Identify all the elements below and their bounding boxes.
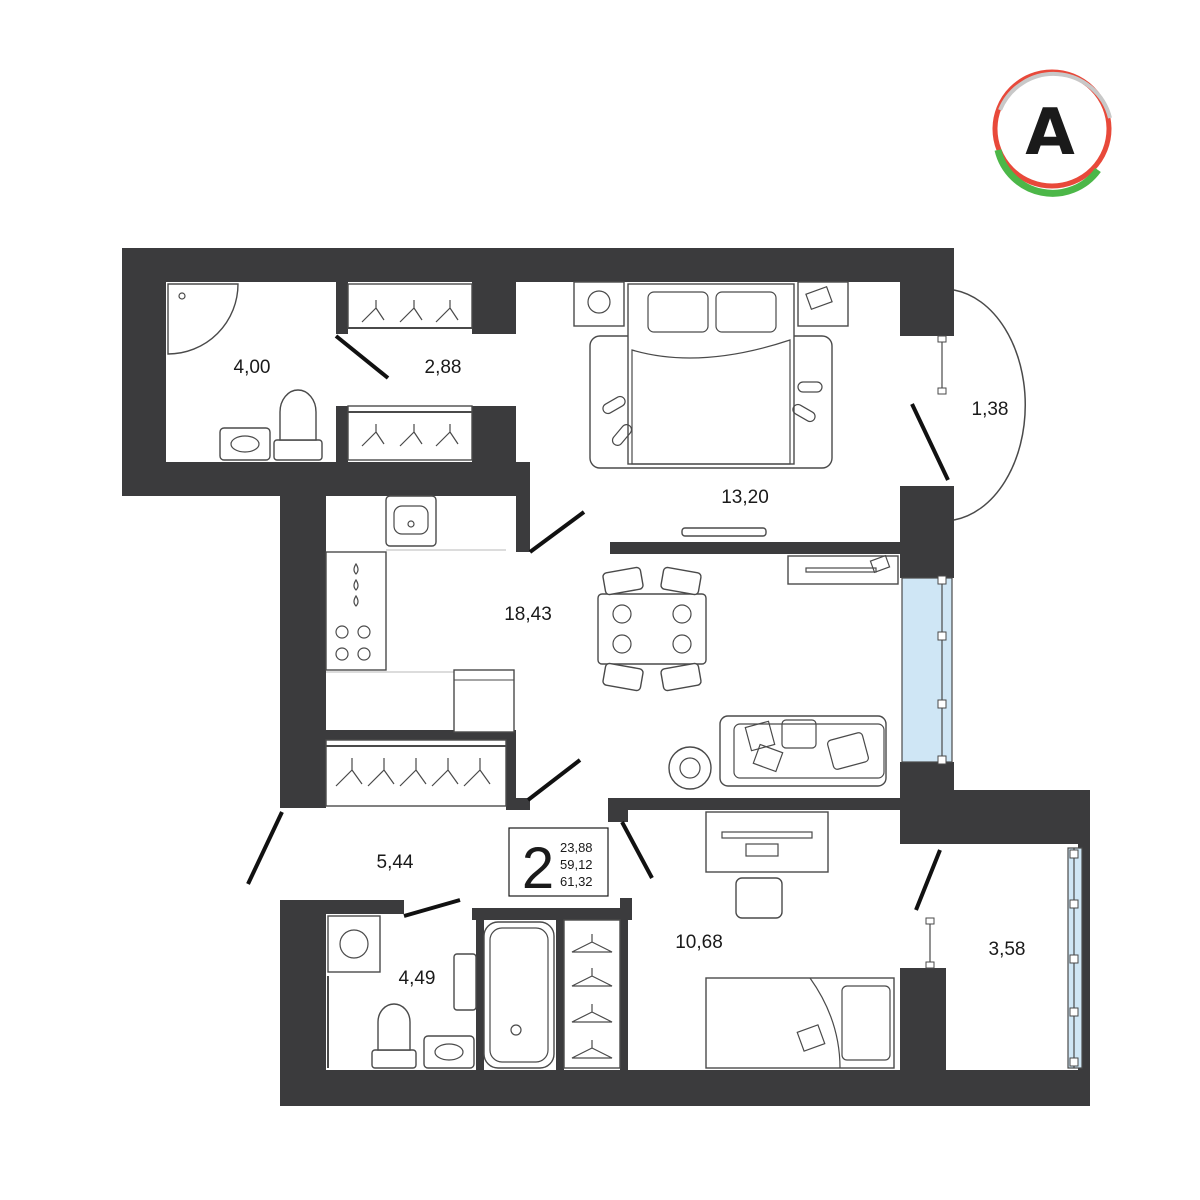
wall-loggia-top: [900, 790, 1090, 844]
wall-left-mid: [280, 462, 326, 808]
area-bathroom-top: 4,00: [234, 357, 271, 378]
sink-icon: [219, 427, 271, 461]
radiator-icon: [453, 953, 477, 1011]
door-entrance[interactable]: [246, 811, 284, 885]
wall-partition-d: [472, 406, 516, 496]
toilet-icon-bottom: [371, 1049, 417, 1069]
bed: [627, 283, 795, 465]
logo-ring-grey: [998, 71, 1112, 119]
wall-bottom: [280, 1070, 1090, 1106]
furniture-hall-wardrobe: [325, 739, 507, 807]
wall-closet-left: [556, 920, 564, 1070]
oven-icon: [453, 669, 515, 733]
wall-stub-e: [516, 540, 530, 552]
side-table-icon: [668, 746, 712, 790]
walls: [122, 248, 1090, 1106]
logo-ring-green: [994, 149, 1101, 197]
pillow-right: [715, 291, 777, 333]
wall-living-divider: [608, 798, 900, 810]
toilet-icon: [273, 439, 323, 461]
desk: [705, 811, 829, 873]
furniture-wardrobe-top: [347, 283, 473, 461]
area-bedroom-small: 10,68: [675, 932, 723, 953]
door-bathroom-bottom[interactable]: [403, 898, 461, 918]
badge-total-area: 59,12: [560, 857, 593, 872]
nightstand-right: [797, 281, 849, 327]
area-hall: 5,44: [377, 852, 414, 873]
furniture-small-bedroom: [705, 811, 895, 1069]
pillow-left: [647, 291, 709, 333]
wall-closet-right: [620, 920, 628, 1070]
door-kitchen[interactable]: [528, 510, 586, 554]
wall-bathroom-top-a: [280, 900, 404, 914]
wall-stub-bath: [620, 898, 632, 920]
dining-table: [597, 593, 707, 665]
logo-letter: A: [1025, 96, 1075, 170]
wall-left-top: [122, 248, 166, 496]
wall-right-top: [900, 248, 954, 336]
logo-inner: [1006, 87, 1094, 175]
furniture-kitchen-living: [325, 495, 899, 790]
windows: [901, 575, 1083, 1069]
round-balcony: [937, 289, 1027, 521]
window-living: [901, 577, 953, 763]
blanket: [631, 339, 791, 465]
area-balcony-round: 1,38: [972, 399, 1009, 420]
brand-logo: A: [992, 69, 1112, 197]
door-bathroom-top[interactable]: [334, 334, 390, 380]
wall-bath-partition: [476, 920, 484, 1070]
area-badge: 2 23,88 59,12 61,32: [508, 827, 609, 901]
sofa: [719, 715, 887, 787]
area-bathroom-bottom: 4,49: [399, 968, 436, 989]
single-bed: [705, 977, 895, 1069]
washing-machine-icon: [327, 915, 381, 973]
room-labels: 4,00 2,88 13,20 1,38 18,43 5,44 4,49 10,…: [234, 357, 1026, 989]
wall-partition-a: [336, 282, 348, 334]
wall-left-bottom: [280, 900, 326, 1106]
wall-right-mid: [900, 486, 954, 578]
shower-icon: [167, 283, 239, 355]
tv-icon: [681, 527, 767, 537]
chair-icon: [602, 566, 644, 596]
badge-rooms-count: 2: [522, 836, 554, 901]
badge-living-area: 23,88: [560, 840, 593, 855]
door-loggia[interactable]: [914, 849, 942, 911]
badge-total-area-balcony: 61,32: [560, 874, 593, 889]
cushion-icon: [781, 719, 817, 749]
wall-bedroom-divider: [610, 542, 900, 554]
wall-top: [122, 248, 954, 282]
area-bedroom: 13,20: [721, 487, 769, 508]
cooktop: [325, 551, 387, 671]
door-small-bedroom[interactable]: [620, 821, 654, 879]
sink-icon-bottom: [423, 1035, 475, 1069]
lamp-icon: [587, 290, 611, 314]
wall-wardrobe-right: [506, 730, 516, 808]
area-wardrobe-top: 2,88: [425, 357, 462, 378]
area-kitchen-living: 18,43: [504, 604, 552, 625]
hanger-icons: [361, 300, 459, 447]
monitor-icon: [721, 831, 813, 839]
wall-divider-stub: [608, 798, 628, 822]
furniture-bathroom-top: [167, 283, 323, 461]
area-loggia: 3,58: [989, 939, 1026, 960]
wall-stub-hall: [506, 798, 530, 810]
wall-bathroom-top-b: [472, 908, 632, 920]
furniture-closet-bottom: [563, 919, 621, 1069]
keyboard-icon: [745, 843, 779, 857]
wall-partition-b: [336, 406, 348, 462]
furniture-bedroom: [573, 281, 849, 537]
wall-partition-c: [472, 282, 516, 334]
desk-chair-icon: [735, 877, 783, 919]
furniture-bathroom-bottom: [327, 915, 555, 1069]
door-balcony[interactable]: [910, 403, 950, 481]
wall-partition-e: [516, 462, 530, 552]
bathtub-icon: [483, 921, 555, 1069]
wall-wardrobe-top: [326, 730, 516, 740]
nightstand-left: [573, 281, 625, 327]
doors: [246, 334, 950, 969]
pillow-small: [841, 985, 891, 1061]
door-wardrobe-hall[interactable]: [526, 758, 582, 802]
